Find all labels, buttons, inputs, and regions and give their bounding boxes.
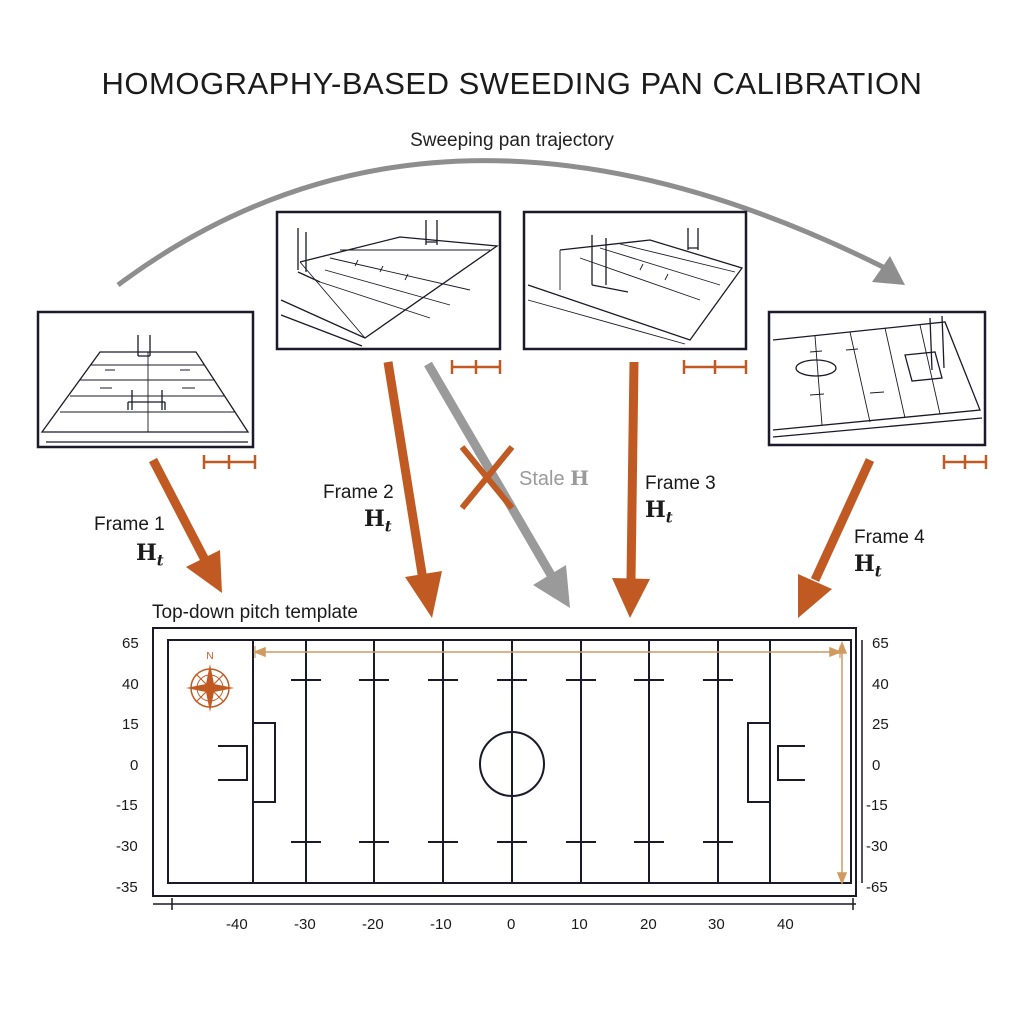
y-left-tick: -30 <box>116 838 138 855</box>
y-right-tick: -15 <box>866 797 888 814</box>
y-left-tick: -15 <box>116 797 138 814</box>
stale-cross-icon <box>459 445 515 510</box>
frame-3-thumbnail <box>522 210 748 351</box>
x-tick: 20 <box>640 916 657 933</box>
frame-1-label: Frame 1 <box>94 514 165 535</box>
x-tick: 0 <box>507 916 516 933</box>
frame-4-projection-arrow <box>798 458 875 618</box>
frame-4-scale-bar <box>942 455 988 469</box>
compass-rose-icon <box>186 664 234 712</box>
x-tick: -20 <box>362 916 384 933</box>
diagram-title: HOMOGRAPHY-BASED SWEEDING PAN CALIBRATIO… <box>101 66 923 101</box>
y-left-tick: 0 <box>130 757 139 774</box>
x-tick: 10 <box>571 916 588 933</box>
pitch-template-label: Top-down pitch template <box>152 602 358 623</box>
pitch-width-dimension <box>252 646 843 658</box>
y-right-tick: -30 <box>866 838 888 855</box>
trajectory-label: Sweeping pan trajectory <box>410 130 614 151</box>
compass-north-label: N <box>206 651 213 662</box>
y-left-tick: 65 <box>122 635 139 652</box>
frame-1-homography: Ht <box>136 540 164 570</box>
x-tick: 30 <box>708 916 725 933</box>
frame-2-projection-arrow <box>383 361 442 618</box>
frame-2-scale-bar <box>450 360 502 374</box>
y-right-tick: 65 <box>872 635 889 652</box>
frame-2-thumbnail <box>275 210 502 351</box>
frame-1-scale-bar <box>202 455 257 469</box>
frame-3-scale-bar <box>682 360 748 374</box>
frame-3-homography: Ht <box>645 497 673 527</box>
pitch-template <box>152 627 863 910</box>
pitch-height-dimension <box>836 640 848 886</box>
x-tick: -10 <box>430 916 452 933</box>
y-left-tick: 40 <box>122 676 139 693</box>
frame-4-homography: Ht <box>854 551 882 581</box>
y-left-tick: 15 <box>122 716 139 733</box>
x-tick: -30 <box>294 916 316 933</box>
y-right-tick: 40 <box>872 676 889 693</box>
pan-trajectory-arc <box>116 158 905 288</box>
y-right-tick: 0 <box>872 757 881 774</box>
frame-2-homography: Ht <box>364 506 392 536</box>
frame-3-label: Frame 3 <box>645 473 716 494</box>
frame-1-thumbnail <box>36 310 255 449</box>
stale-homography-arrow <box>424 361 570 608</box>
frame-2-label: Frame 2 <box>323 482 394 503</box>
frame-3-projection-arrow <box>612 361 650 618</box>
y-right-tick: 25 <box>872 716 889 733</box>
stale-homography-label: Stale H <box>519 466 590 490</box>
y-left-tick: -35 <box>116 879 138 896</box>
frame-1-projection-arrow <box>149 457 222 593</box>
frame-4-label: Frame 4 <box>854 527 925 548</box>
frame-4-thumbnail <box>767 310 987 447</box>
x-tick: -40 <box>226 916 248 933</box>
x-tick: 40 <box>777 916 794 933</box>
y-right-tick: -65 <box>866 879 888 896</box>
